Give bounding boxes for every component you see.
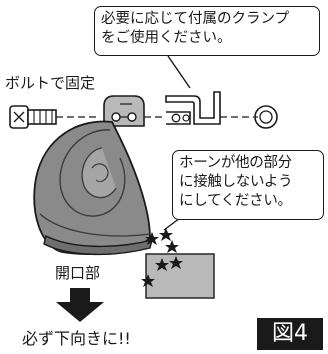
collision-spark-icons [141, 228, 183, 287]
figure-number-badge: 図4 [257, 318, 323, 350]
horn-bracket [103, 95, 145, 127]
horn-body [33, 120, 153, 256]
nut-icon [254, 105, 278, 129]
bolt-label: ボルトで固定 [5, 74, 96, 92]
contact-warning-callout: ホーンが他の部分 に接触しないよう にしてください。 [172, 150, 324, 220]
clamp-callout-leader [167, 55, 191, 89]
downward-instruction: 必ず下向きに!! [22, 329, 131, 348]
bolt-icon [9, 105, 57, 129]
clamp-note-callout: 必要に応じて付属のクランプ をご使用ください。 [94, 6, 320, 56]
down-arrow-icon [56, 288, 104, 322]
opening-label: 開口部 [55, 264, 101, 282]
adjacent-part [145, 253, 215, 299]
clamp-icon [165, 91, 221, 125]
